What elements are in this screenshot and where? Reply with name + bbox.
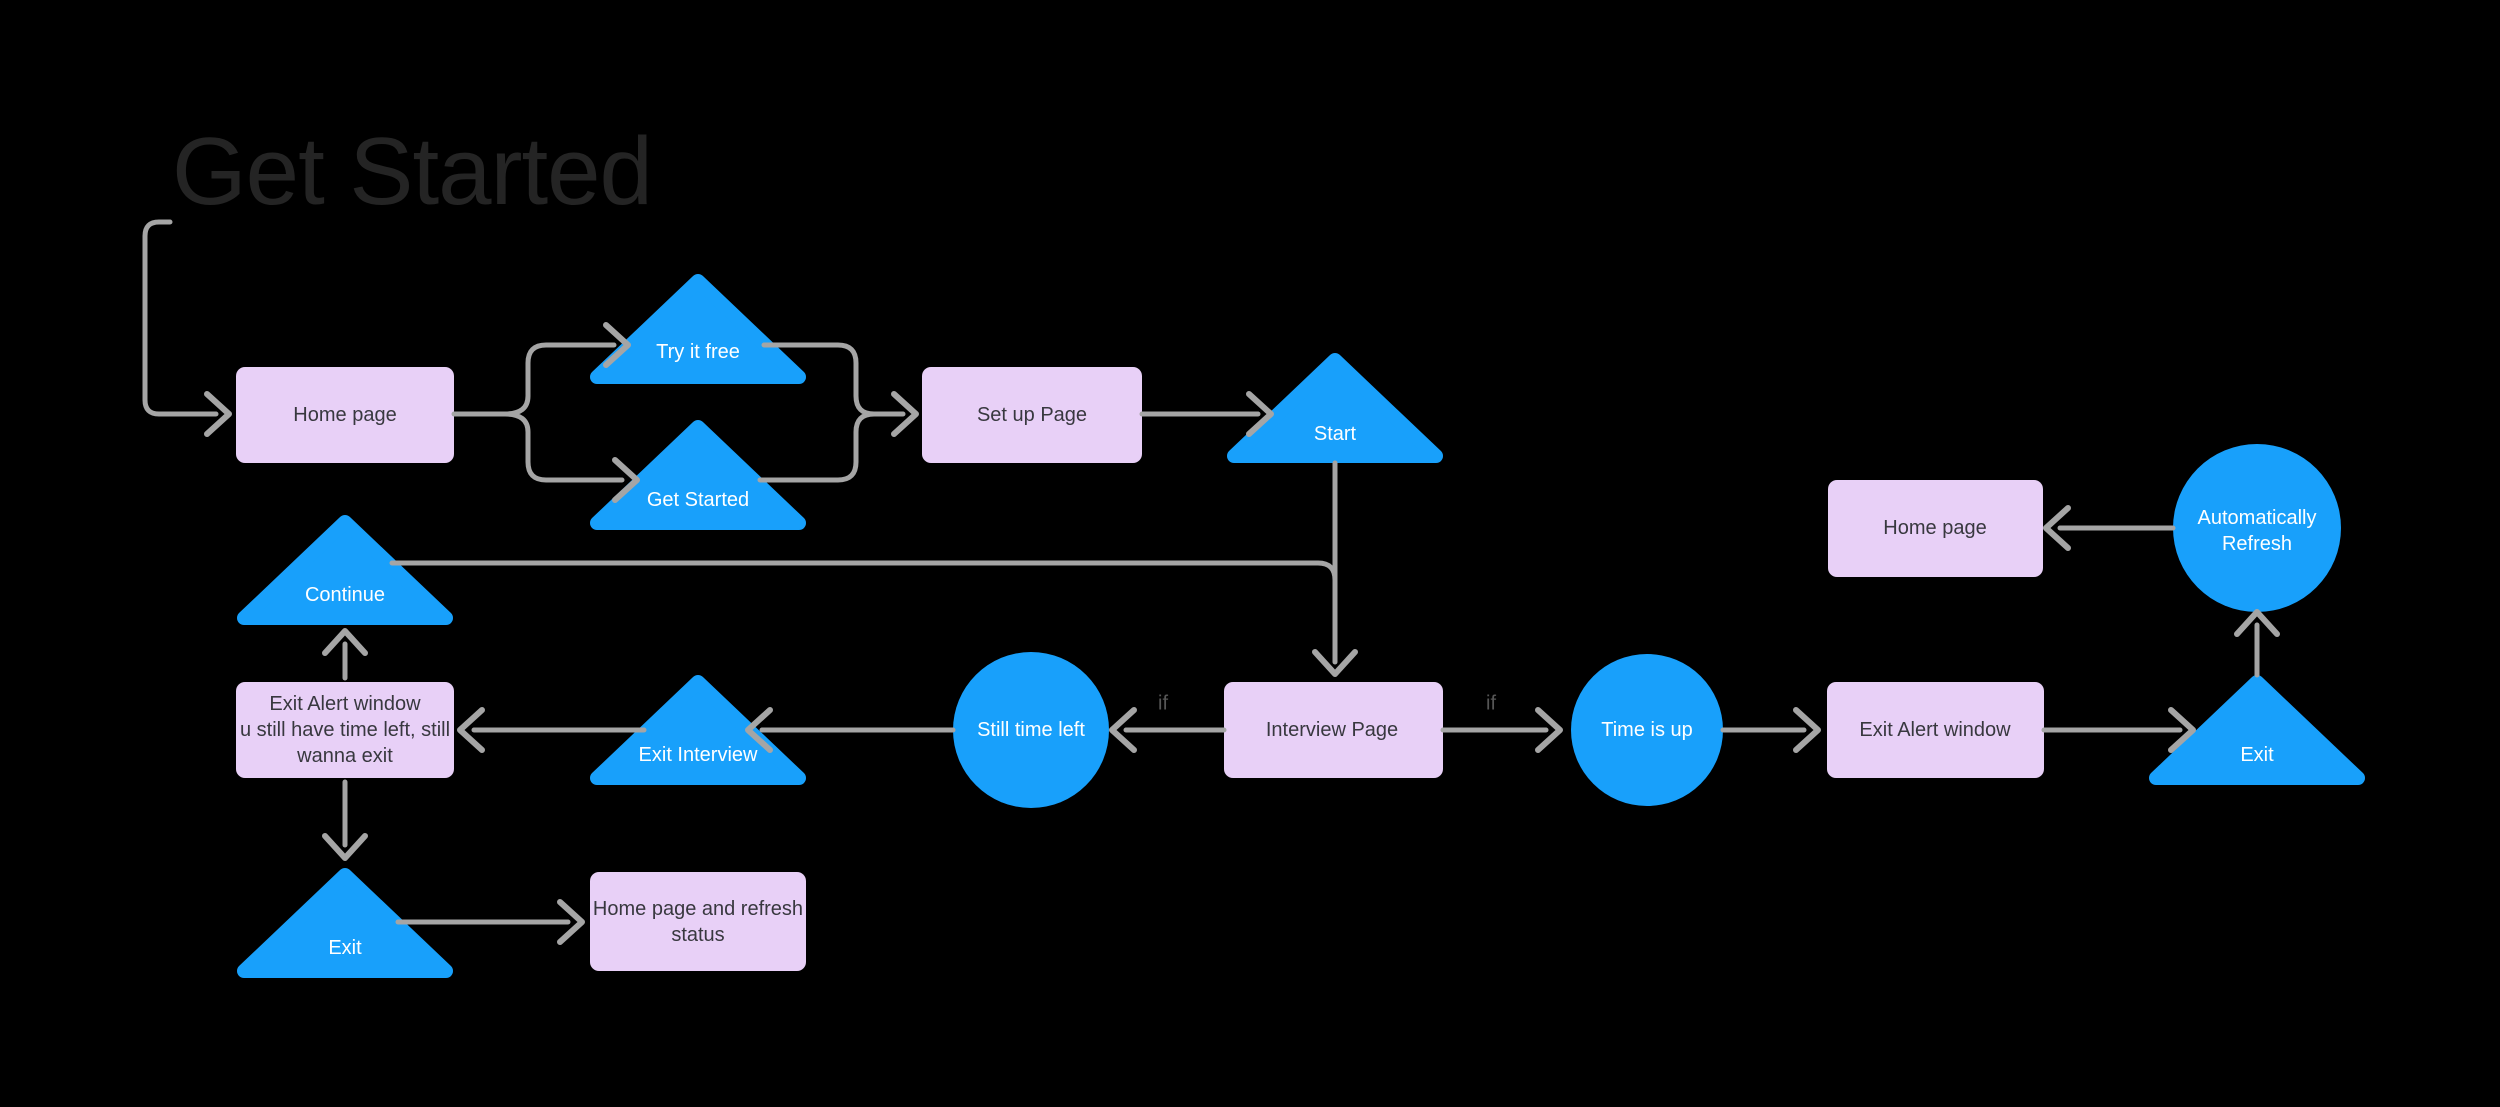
- node-time-is-up[interactable]: [1571, 654, 1723, 806]
- if-label-right: if: [1486, 692, 1496, 715]
- arrowhead-into-continue: [322, 628, 368, 656]
- if-label-left: if: [1158, 692, 1168, 715]
- node-exit-alert-window-left[interactable]: [236, 682, 454, 778]
- node-automatically-refresh[interactable]: [2173, 444, 2341, 612]
- node-get-started[interactable]: [590, 420, 806, 530]
- arrowhead-into-start: [1246, 391, 1274, 437]
- arrowhead-into-home-refresh: [557, 899, 585, 945]
- arrowhead-into-home-page-1: [204, 391, 232, 437]
- arrowhead-into-time-is-up: [1535, 707, 1563, 753]
- page-title[interactable]: Get Started: [172, 118, 653, 225]
- arrowhead-into-exit-right: [2168, 707, 2196, 753]
- arrowhead-into-interview-page: [1312, 649, 1358, 677]
- node-home-page-1[interactable]: [236, 367, 454, 463]
- node-interview-page[interactable]: [1224, 682, 1443, 778]
- arrowhead-into-automatically-refresh: [2234, 609, 2280, 637]
- node-try-it-free[interactable]: [590, 274, 806, 384]
- arrowhead-into-home-page-2: [2043, 505, 2071, 551]
- arrowhead-into-exit-alert-right: [1793, 707, 1821, 753]
- node-continue[interactable]: [237, 515, 453, 625]
- connector-split-to-try-it-free: [502, 342, 617, 417]
- arrowhead-into-exit-alert-left: [457, 707, 485, 753]
- connector-title-to-home-page: [142, 219, 219, 417]
- node-still-time-left[interactable]: [953, 652, 1109, 808]
- node-home-page-refresh-status[interactable]: [590, 872, 806, 971]
- connector-split-to-get-started: [502, 411, 625, 483]
- arrowhead-into-exit-interview: [745, 707, 773, 753]
- node-setup-page[interactable]: [922, 367, 1142, 463]
- arrowhead-into-still-time-left: [1109, 707, 1137, 753]
- node-start[interactable]: [1227, 353, 1443, 463]
- arrowhead-into-exit-bottom: [322, 833, 368, 861]
- node-exit-right[interactable]: [2149, 675, 2365, 785]
- node-exit-alert-window-right[interactable]: [1827, 682, 2044, 778]
- arrowhead-into-try-it-free: [603, 322, 631, 368]
- node-exit-bottom[interactable]: [237, 868, 453, 978]
- connector-continue-to-interview-page: [389, 560, 1338, 603]
- node-home-page-2[interactable]: [1828, 480, 2043, 577]
- arrowhead-into-setup-page: [891, 391, 919, 437]
- connector-try-it-free-merge: [761, 342, 877, 417]
- connector-get-started-merge: [757, 411, 877, 483]
- arrowhead-into-get-started: [612, 457, 640, 503]
